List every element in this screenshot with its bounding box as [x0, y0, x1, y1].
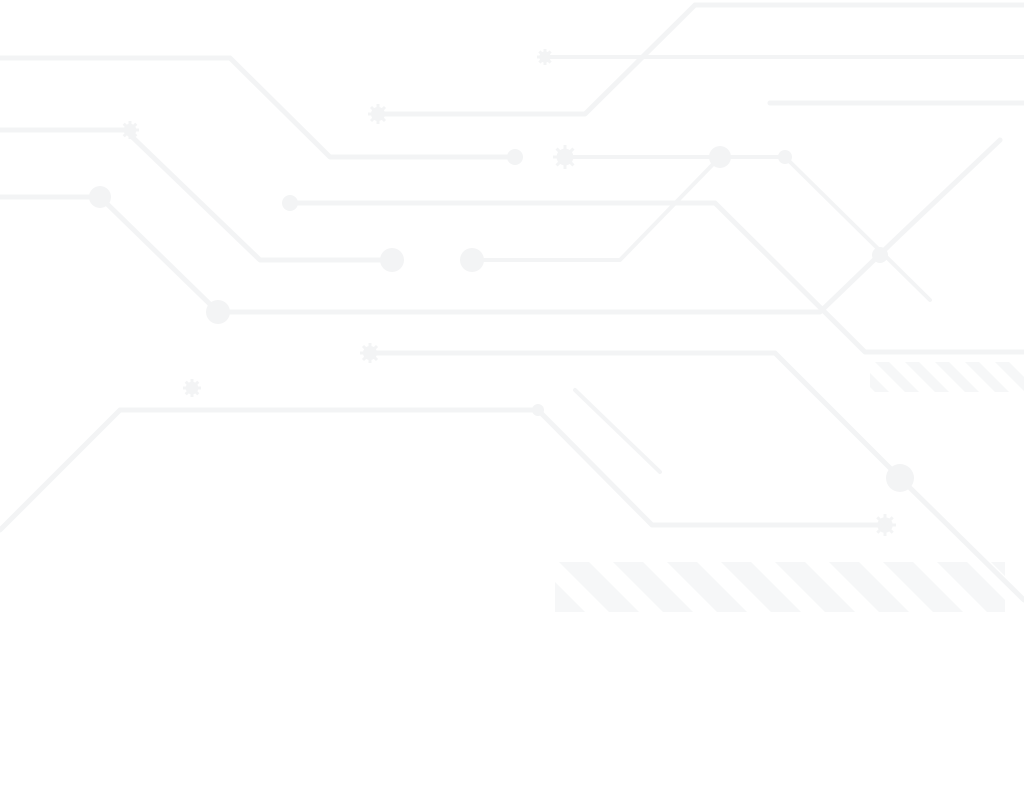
circuit-connector	[360, 343, 380, 363]
stripe	[905, 362, 949, 392]
circuit-node	[282, 195, 298, 211]
circuit-node	[532, 404, 544, 416]
stripe	[613, 562, 693, 612]
circuit-trace	[367, 350, 1024, 603]
stripe	[775, 562, 855, 612]
circuit-trace	[468, 155, 932, 302]
stripe	[559, 562, 639, 612]
circuit-node	[886, 464, 914, 492]
stripe	[667, 562, 747, 612]
circuit-connector	[874, 514, 896, 536]
circuit-connector	[553, 145, 577, 169]
stripe	[870, 373, 889, 392]
circuit-node	[206, 300, 230, 324]
circuit-node	[89, 186, 111, 208]
circuit-trace	[287, 200, 1024, 355]
stripe	[721, 562, 801, 612]
stripe	[555, 582, 585, 612]
hazard-stripes	[555, 562, 1005, 612]
circuit-traces	[0, 2, 1024, 603]
circuit-trace	[0, 407, 888, 533]
circuit-node	[460, 248, 484, 272]
circuit-node	[778, 150, 792, 164]
circuit-connector	[121, 121, 139, 139]
circuit-trace	[573, 388, 662, 474]
circuit-node	[507, 149, 523, 165]
circuit-trace	[0, 127, 395, 263]
stripe	[995, 362, 1024, 391]
stripe	[875, 362, 919, 392]
circuit-connector	[368, 104, 388, 124]
circuit-trace	[0, 137, 1003, 315]
circuit-connector	[183, 379, 201, 397]
hazard-stripes-small	[870, 362, 1024, 392]
stripe	[883, 562, 963, 612]
circuit-connector	[537, 49, 553, 65]
stripe	[829, 562, 909, 612]
circuit-trace	[0, 55, 518, 160]
circuit-nodes	[89, 49, 914, 536]
circuit-trace	[372, 2, 1024, 117]
circuit-node	[380, 248, 404, 272]
stripe	[935, 362, 979, 392]
circuit-node	[872, 247, 888, 263]
stripe	[965, 362, 1009, 392]
stripe	[991, 562, 1005, 576]
stripe	[937, 562, 1005, 612]
circuit-node	[709, 146, 731, 168]
